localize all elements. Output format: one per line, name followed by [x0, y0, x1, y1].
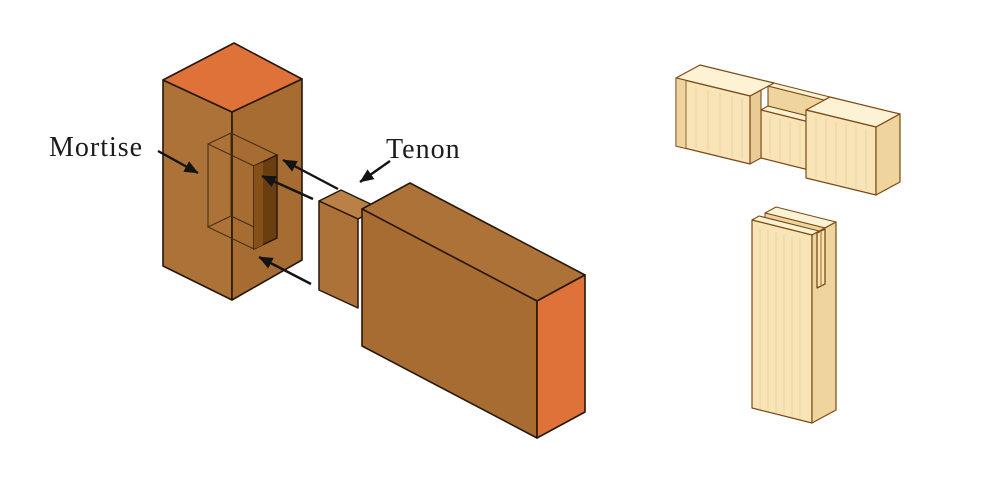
mortise-block-left-face [162, 79, 233, 301]
mortise-label: Mortise [49, 132, 143, 163]
mortise-block [162, 42, 303, 301]
tenon-label: Tenon [386, 134, 461, 165]
rail-left-block-end-cut-face [749, 89, 762, 165]
tenon-tongue-front-face [318, 200, 359, 309]
beam-end-face [536, 274, 586, 439]
mortise-hole-inner-wall [254, 162, 263, 249]
mortise-label-arrow [157, 149, 199, 175]
rail-right-block-end-face [875, 113, 901, 196]
channel-edge [230, 132, 278, 156]
insertion-arrow-middle [261, 174, 314, 201]
insertion-arrow-top [282, 158, 339, 191]
bridle-post [751, 206, 837, 424]
channel-edge [207, 226, 255, 250]
tenon-label-arrow [359, 160, 391, 183]
channel-edge [207, 143, 255, 167]
mortise-opening [253, 153, 278, 251]
annotation-arrows [157, 149, 391, 286]
post-front-face [751, 219, 813, 424]
rail-left-block-left-edge [675, 77, 687, 149]
insertion-arrow-bottom [258, 255, 312, 286]
mortise-block-top-face [162, 42, 303, 113]
bridle-rail [675, 64, 901, 196]
tenon-beam [318, 182, 586, 439]
